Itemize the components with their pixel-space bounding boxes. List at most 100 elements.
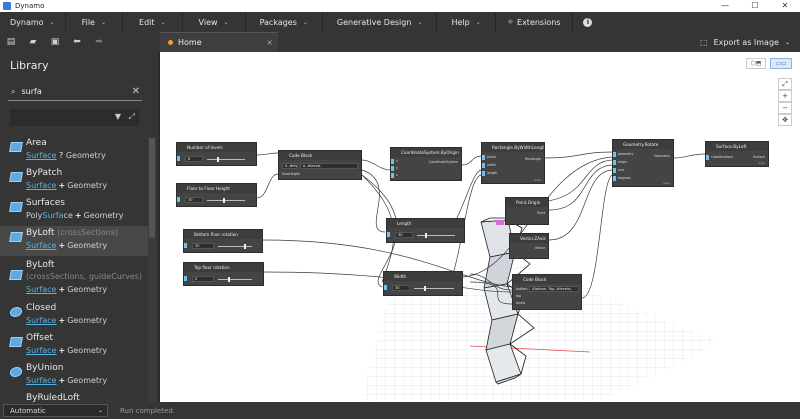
library-item[interactable]: Area Surface ? Geometry <box>0 136 148 166</box>
zoom-in-icon[interactable]: + <box>778 90 792 102</box>
node-floor-height[interactable]: Floor to Floor Height 30 <box>176 183 257 207</box>
minimize-button[interactable]: — <box>721 1 729 10</box>
undo-icon[interactable]: ⬅ <box>73 37 81 47</box>
wires-layer <box>256 151 706 305</box>
node-rectangle-bywidthlength[interactable]: Rectangle.ByWidthLength plane width leng… <box>481 142 545 184</box>
geometry-view-toggle[interactable]: ⬡⬒ <box>746 58 766 69</box>
twisted-tower-geometry <box>480 217 535 385</box>
origin-point-marker <box>496 220 504 225</box>
library-item-selected[interactable]: ByLoft (crossSections) Surface+Geometry <box>0 226 148 256</box>
detail-view-icon[interactable]: ⤢ <box>128 112 135 121</box>
library-item[interactable]: Closed Surface+Geometry <box>0 301 148 331</box>
slider-track[interactable] <box>207 159 245 160</box>
node-coordinatesystem-byorigin[interactable]: CoordinateSystem.ByOrigin x y z Coordina… <box>390 147 462 181</box>
tab-home[interactable]: Home × <box>160 32 278 52</box>
menu-dynamo[interactable]: Dynamo⌄ <box>0 12 66 32</box>
polysurface-icon <box>9 202 23 212</box>
menu-extensions[interactable]: ⟡Extensions <box>496 12 574 32</box>
title-bar: Dynamo — ☐ ✕ <box>0 0 800 12</box>
menu-info[interactable]: i <box>573 12 602 32</box>
window-controls: — ☐ ✕ <box>710 0 800 12</box>
library-item[interactable]: ByPatch Surface+Geometry <box>0 166 148 196</box>
chevron-down-icon: ⌄ <box>475 18 481 26</box>
node-point-origin[interactable]: Point.Origin Point <box>505 197 549 225</box>
extensions-icon: ⟡ <box>507 17 514 26</box>
node-code-block-rotation[interactable]: Code Block bottom top levels (Bottom..To… <box>512 274 582 310</box>
menu-packages[interactable]: Packages⌄ <box>246 12 323 32</box>
filter-icon[interactable]: ▼ <box>114 112 121 121</box>
surface-closed-icon <box>9 307 23 317</box>
node-code-block[interactable]: Code Block 0..#levels a..#levels floorHe… <box>278 150 362 180</box>
library-item[interactable]: Surfaces PolySurface+Geometry <box>0 196 148 226</box>
create-icon: + <box>58 376 66 385</box>
library-item[interactable]: ByRuledLoft <box>26 393 80 402</box>
library-item[interactable]: Offset Surface+Geometry <box>0 331 148 361</box>
menu-edit[interactable]: Edit⌄ <box>123 12 183 32</box>
surface-byunion-icon <box>9 367 23 377</box>
run-status-message: Run completed. <box>120 406 176 415</box>
node-surface-byloft[interactable]: Surface.ByLoft crossSections Surface aut… <box>705 141 769 167</box>
menu-help[interactable]: Help⌄ <box>437 12 496 32</box>
surface-byloft-icon <box>9 232 23 242</box>
create-icon: + <box>74 211 82 220</box>
search-icon: ⌕ <box>11 86 16 96</box>
info-icon: i <box>583 17 593 27</box>
chevron-down-icon: ⌄ <box>302 18 308 26</box>
node-vector-zaxis[interactable]: Vector.ZAxis Vector <box>509 233 549 259</box>
menu-generative-design[interactable]: Generative Design⌄ <box>323 12 438 32</box>
close-window-button[interactable]: ✕ <box>781 1 789 10</box>
chevron-down-icon: ⌄ <box>417 18 423 26</box>
surface-area-icon <box>9 142 23 152</box>
export-as-image-button[interactable]: ⬚ Export as Image ⌄ <box>700 37 790 47</box>
new-file-icon[interactable]: ▤ <box>6 37 16 47</box>
clear-search-icon[interactable]: ✕ <box>131 86 140 97</box>
surface-bypatch-icon <box>9 172 23 182</box>
surface-byloft-guides-icon <box>9 270 23 280</box>
dynamo-logo-icon <box>3 2 11 10</box>
close-tab-icon[interactable]: × <box>266 38 273 47</box>
library-item[interactable]: ByLoft (crossSections, guideCurves) Surf… <box>0 258 148 300</box>
zoom-to-fit-icon[interactable]: ⤢ <box>778 78 792 90</box>
maximize-button[interactable]: ☐ <box>751 1 759 10</box>
redo-icon[interactable]: ➡ <box>95 37 103 47</box>
menu-bar: Dynamo⌄ File⌄ Edit⌄ View⌄ Packages⌄ Gene… <box>0 12 800 32</box>
chevron-down-icon: ⌄ <box>223 18 229 26</box>
node-input-port[interactable] <box>177 197 180 202</box>
menu-file[interactable]: File⌄ <box>66 12 124 32</box>
open-folder-icon[interactable]: ▰ <box>29 37 37 47</box>
library-search-input[interactable]: ⌕ surfa ✕ <box>8 83 142 101</box>
library-filter-bar: ▼ ⤢ <box>10 109 139 126</box>
create-icon: + <box>58 285 66 294</box>
zoom-out-icon[interactable]: − <box>778 102 792 114</box>
node-bottom-floor-rotation[interactable]: Bottom floor rotation 30 <box>183 229 263 253</box>
node-geometry-rotate[interactable]: Geometry.Rotate geometry origin axis deg… <box>612 139 674 187</box>
slider-knob[interactable] <box>217 157 219 162</box>
run-mode-select[interactable]: Automatic ⌄ <box>3 404 108 417</box>
slider-knob[interactable] <box>223 198 225 203</box>
node-input-port[interactable] <box>177 156 180 161</box>
create-icon: + <box>58 346 66 355</box>
save-icon[interactable]: ▣ <box>50 37 60 47</box>
unsaved-dot-icon <box>168 40 173 45</box>
node-top-floor-rotation[interactable]: Top floor rotation 0 <box>183 262 264 286</box>
background-preview <box>360 217 720 402</box>
library-item[interactable]: ByUnion Surface+Geometry <box>0 361 148 391</box>
node-number-of-levels[interactable]: Number of levels 6 <box>176 142 257 166</box>
toolbar: ▤ ▰ ▣ ⬅ ➡ <box>0 32 160 52</box>
graph-view-toggle[interactable]: ▭▭ <box>770 58 792 69</box>
status-bar: Automatic ⌄ Run completed. <box>0 402 800 419</box>
graph-canvas[interactable]: Number of levels 6 Floor to Floor Height… <box>160 52 800 402</box>
pan-icon[interactable]: ✥ <box>778 114 792 126</box>
query-icon: ? <box>59 151 64 160</box>
library-scroll-thumb[interactable] <box>149 138 155 238</box>
library-scrollbar[interactable] <box>148 138 156 402</box>
create-icon: + <box>58 241 66 250</box>
library-panel: Library ⌕ surfa ✕ ▼ ⤢ Area Surface ? Geo… <box>0 52 158 402</box>
node-width[interactable]: Width 30 <box>383 271 463 296</box>
chevron-down-icon: ⌄ <box>49 18 55 26</box>
ground-grid <box>360 264 720 402</box>
node-length[interactable]: Length 30 <box>386 218 465 243</box>
slider-track[interactable] <box>207 200 245 201</box>
menu-view[interactable]: View⌄ <box>183 12 246 32</box>
chevron-down-icon: ⌄ <box>97 407 103 414</box>
